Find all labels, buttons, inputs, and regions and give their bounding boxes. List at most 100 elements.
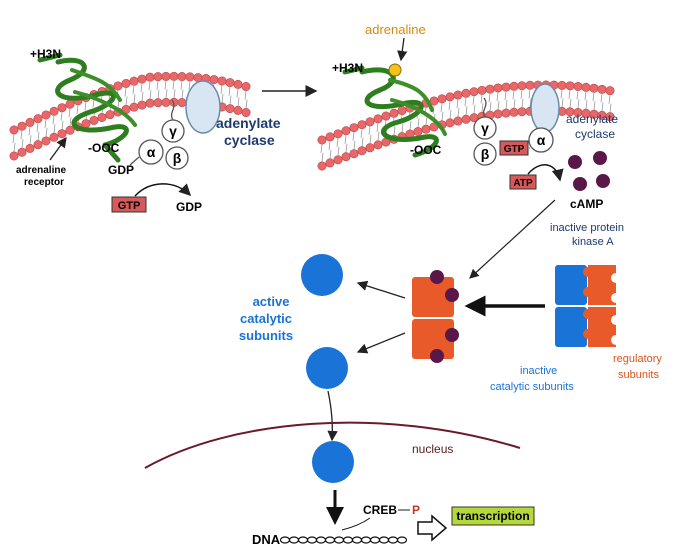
dna-turn: [351, 536, 363, 544]
lipid-tail: [568, 89, 572, 108]
label-adenylate-left-2: cyclase: [224, 132, 275, 148]
lipid-head: [161, 97, 171, 107]
active-catalytic-top: [301, 254, 343, 296]
lipid-head: [325, 132, 335, 142]
g-alpha-right: [528, 127, 554, 153]
lipid-tail: [68, 108, 72, 127]
lipid-head: [33, 140, 43, 150]
lipid-head: [33, 114, 43, 124]
g-alpha-left: [138, 139, 164, 165]
regulatory-bottom: [583, 307, 616, 347]
active-catalytic-bottom: [306, 347, 348, 389]
active-catalytic-nuclear: [312, 441, 354, 483]
lipid-head: [153, 72, 163, 82]
g-beta-left: [165, 146, 189, 170]
lipid-head: [317, 135, 327, 145]
label-gamma-left: γ: [169, 123, 177, 139]
label-gdp-out: GDP: [176, 200, 202, 214]
lipid-tail: [608, 94, 612, 113]
nuclear-envelope: [144, 421, 521, 469]
dna-turn: [360, 536, 372, 544]
lipid-head: [177, 98, 187, 108]
lipid-head: [605, 86, 615, 96]
lipid-head: [589, 83, 599, 93]
lipid-head: [445, 118, 455, 128]
lipid-head: [49, 132, 59, 142]
dna-turn: [342, 536, 354, 544]
lipid-head: [461, 114, 471, 124]
label-beta-right: β: [481, 146, 490, 162]
dna-turn: [378, 536, 390, 544]
lipid-tail: [220, 84, 224, 104]
lipid-head: [137, 100, 147, 110]
lipid-head: [477, 85, 487, 95]
lipid-head: [177, 72, 187, 82]
label-adenylate-right-2: cyclase: [575, 127, 615, 141]
lipid-head: [493, 83, 503, 93]
lipid-head: [397, 106, 407, 116]
lipid-head: [145, 72, 155, 82]
lipid-tail: [360, 128, 364, 147]
g-beta-right: [473, 142, 497, 166]
lipid-head: [469, 87, 479, 97]
lipid-head: [493, 109, 503, 119]
lipid-tail: [576, 90, 580, 109]
label-alpha-left: α: [147, 144, 156, 160]
dna-turn: [333, 536, 345, 544]
lipid-head: [357, 146, 367, 156]
adenylate-cyclase-right: [530, 83, 560, 133]
lipid-tail: [132, 85, 136, 104]
camp-cluster: [568, 151, 610, 191]
lipid-head: [153, 98, 163, 108]
dna-turn: [288, 536, 300, 544]
lipid-head: [9, 125, 19, 135]
lipid-tail: [456, 98, 460, 118]
translocation-arrow: [327, 390, 338, 442]
lipid-head: [145, 98, 155, 108]
release-arrow-bottom: [356, 332, 406, 354]
lipid-head: [121, 78, 131, 88]
lipid-tail: [520, 89, 524, 108]
lipid-tail: [528, 89, 532, 108]
adrenaline-molecule: [388, 63, 402, 77]
lipid-head: [169, 71, 179, 81]
label-ooc-right: -OOC: [410, 143, 442, 157]
lipid-tail: [92, 98, 96, 117]
lipid-tail: [124, 87, 128, 106]
lipid-head: [485, 84, 495, 94]
lipid-tail: [592, 92, 596, 111]
lipid-head: [501, 108, 511, 118]
dna-turn: [297, 536, 309, 544]
label-inactive-cat-1: inactive: [520, 365, 557, 377]
lipid-head: [389, 108, 399, 118]
lipid-head: [113, 81, 123, 91]
label-gamma-right: γ: [481, 120, 489, 136]
lipid-head: [25, 143, 35, 153]
lipid-tail: [172, 80, 176, 99]
lipid-head: [17, 147, 27, 157]
lipid-tail: [164, 80, 168, 99]
dna-turn: [279, 536, 291, 544]
lipid-tail: [368, 125, 372, 144]
regulatory-top: [583, 265, 616, 305]
dna-turn: [387, 536, 399, 544]
label-transcription: transcription: [456, 509, 529, 523]
lipid-head: [349, 149, 359, 159]
lipid-head: [509, 107, 519, 117]
inactive-pka: [555, 265, 616, 347]
lipid-head: [81, 119, 91, 129]
dna-helix: [279, 536, 408, 544]
lipid-head: [573, 81, 583, 91]
label-nh3-right: +H3N: [332, 61, 363, 75]
lipid-tail: [512, 90, 516, 109]
lipid-tail: [180, 80, 184, 99]
lipid-head: [597, 84, 607, 94]
lipid-tail: [392, 117, 396, 136]
lipid-tail: [488, 93, 492, 112]
lipid-tail: [28, 126, 32, 145]
lipid-head: [65, 99, 75, 109]
gtp-box-right: [499, 140, 529, 156]
lipid-tail: [140, 83, 144, 102]
dna-turn: [324, 536, 336, 544]
